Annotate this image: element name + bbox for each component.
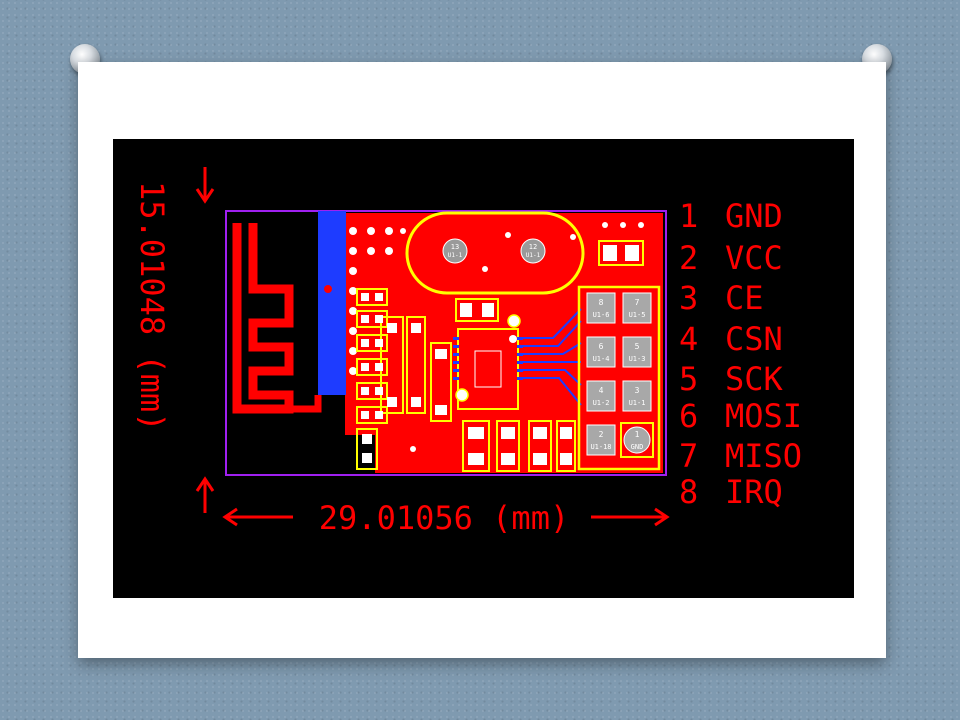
- pin-header-pad-labels: 8 U1-6 7 U1-5 6 U1-4 5 U1-3 4 U1-2 3 U1-…: [590, 298, 645, 451]
- pin-8-num: 8: [679, 473, 698, 511]
- pad-8-ref: U1-6: [593, 311, 610, 319]
- top-right-pad-a: [603, 245, 617, 261]
- pad-5-num: 5: [635, 342, 640, 351]
- pad-6-ref: U1-4: [593, 355, 610, 363]
- chip-top-capacitor-pad-b: [482, 303, 494, 317]
- header-pad-5: [622, 336, 652, 368]
- header-pad-3: [622, 380, 652, 412]
- pcb-svg: 13 U1-1 12 U1-1: [133, 167, 802, 537]
- height-dimension-arrows: [195, 167, 215, 513]
- antenna-via: [324, 285, 332, 293]
- pin-header-outline: [577, 285, 661, 471]
- main-ic-center-pad: [474, 350, 502, 388]
- pin-4-name: CSN: [725, 320, 783, 358]
- pad-4-num: 4: [599, 386, 604, 395]
- header-pad-4: [586, 380, 616, 412]
- crystal-pad-13-ref: U1-1: [448, 252, 463, 259]
- pin-4-num: 4: [679, 320, 698, 358]
- pcb-diagram: 13 U1-1 12 U1-1: [113, 139, 854, 598]
- header-pad-8: [586, 292, 616, 324]
- pin-7-name: MISO: [725, 437, 802, 475]
- header-pad-1: [623, 426, 651, 454]
- pin-3-num: 3: [679, 279, 698, 317]
- height-dimension-label: 15.01048 (mm): [133, 181, 171, 431]
- board-outline: [225, 210, 667, 476]
- pad-7-num: 7: [635, 298, 640, 307]
- header-pad-6: [586, 336, 616, 368]
- pin-6-name: MOSI: [725, 397, 802, 435]
- pin-list: 1 GND 2 VCC 3 CE 4 CSN 5 SCK 6 MOSI 7 MI…: [679, 197, 802, 511]
- pad-3-num: 3: [635, 386, 640, 395]
- pin-5-name: SCK: [725, 360, 784, 398]
- pad-7-ref: U1-5: [629, 311, 646, 319]
- pad-4-ref: U1-2: [593, 399, 610, 407]
- crystal-pad-13: [442, 238, 468, 264]
- pad-1-num: 1: [635, 430, 640, 439]
- pad-6-num: 6: [599, 342, 604, 351]
- pad-8-num: 8: [599, 298, 604, 307]
- signal-traces: [523, 308, 582, 406]
- pin-header-pads: [586, 292, 654, 458]
- header-pad-2: [586, 424, 616, 456]
- via-field: [349, 222, 644, 452]
- pad-5-ref: U1-3: [629, 355, 646, 363]
- pin-2-name: VCC: [725, 239, 783, 277]
- pad-1-ref: GND: [631, 443, 644, 451]
- pin-5-num: 5: [679, 360, 698, 398]
- header-pad-1-marker: [620, 422, 654, 458]
- bottom-components: [462, 420, 576, 472]
- pin-6-num: 6: [679, 397, 698, 435]
- crystal-pad-13-num: 13: [451, 243, 459, 251]
- pin-3-name: CE: [725, 279, 764, 317]
- antenna-feed-strip: [318, 211, 346, 395]
- crystal-pad-12-ref: U1-1: [526, 252, 541, 259]
- crystal-pad-12-num: 12: [529, 243, 537, 251]
- pin-8-name: IRQ: [725, 473, 783, 511]
- crystal-pad-12: [520, 238, 546, 264]
- main-ic-pins: [453, 337, 523, 380]
- bottom-component-pads: [468, 427, 572, 465]
- pin-1-num: 1: [679, 197, 698, 235]
- header-pad-7: [622, 292, 652, 324]
- chip-top-capacitor: [455, 298, 499, 322]
- pin-7-num: 7: [679, 437, 698, 475]
- pad-2-num: 2: [599, 430, 604, 439]
- ic-via-marker: [455, 388, 469, 402]
- pin-1-name: GND: [725, 197, 783, 235]
- top-right-pad-b: [625, 245, 639, 261]
- left-component-pads: [361, 293, 447, 463]
- chip-top-capacitor-pad-a: [460, 303, 472, 317]
- meander-antenna: [232, 223, 294, 414]
- width-dimension-label: 29.01056 (mm): [319, 499, 569, 537]
- pad-3-ref: U1-1: [629, 399, 646, 407]
- pad-2-ref: U1-18: [590, 443, 611, 451]
- pin-2-num: 2: [679, 239, 698, 277]
- ic-pin1-marker: [507, 314, 521, 328]
- antenna-feed-trace: [289, 395, 322, 413]
- crystal-outline: [405, 211, 585, 295]
- top-right-component: [598, 240, 644, 266]
- width-dimension-arrows: [222, 507, 670, 527]
